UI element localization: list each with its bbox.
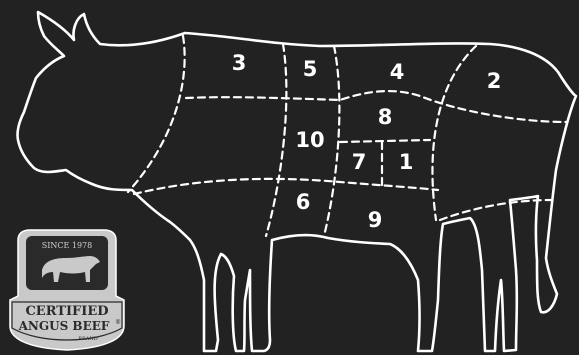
cut-label-1: 1 (399, 150, 414, 174)
cut-line-mid-horizontal (134, 179, 438, 194)
cut-label-4: 4 (390, 60, 405, 84)
cut-line-shoulder (128, 36, 185, 192)
cut-line-loin-front (324, 46, 339, 236)
cut-label-8: 8 (378, 105, 393, 129)
cut-line-rib-front (266, 44, 286, 236)
logo-line-certified: CERTIFIED (25, 304, 108, 319)
cut-label-9: 9 (368, 208, 383, 232)
cut-label-6: 6 (296, 190, 311, 214)
cut-label-7: 7 (352, 150, 367, 174)
cut-line-upper-horizontal (186, 91, 566, 122)
cut-label-10: 10 (295, 128, 324, 152)
cut-line-sirloin-box (340, 140, 430, 142)
cut-label-5: 5 (303, 57, 318, 81)
cut-label-2: 2 (487, 69, 502, 93)
logo-registered-mark: ® (115, 319, 121, 326)
logo-brand-text: BRAND (78, 336, 97, 342)
logo-since-text: SINCE 1978 (42, 241, 93, 250)
logo-line-angus-beef: ANGUS BEEF (18, 319, 110, 333)
cut-line-round-front (432, 46, 476, 220)
certified-angus-beef-logo: SINCE 1978 CERTIFIED ANGUS BEEF ® BRAND (8, 226, 126, 352)
cut-label-3: 3 (232, 51, 247, 75)
